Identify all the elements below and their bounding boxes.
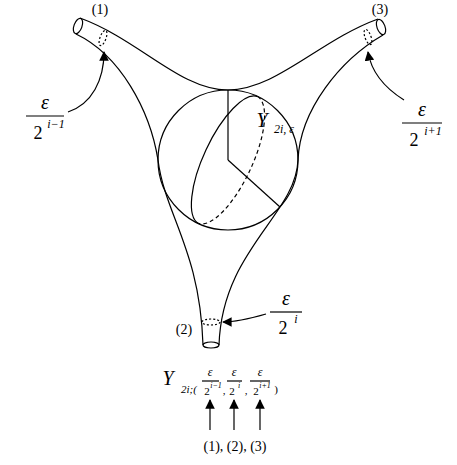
fraction-denominator: 2 — [229, 386, 235, 397]
fraction-numerator: ε — [282, 288, 290, 308]
exponent: i+1 — [424, 125, 441, 137]
fraction-numerator: ε — [418, 99, 426, 119]
fraction-numerator: ε — [208, 366, 213, 378]
fraction-numerator: ε — [41, 92, 49, 112]
separator: ) — [274, 384, 278, 395]
boundary-number: (2) — [176, 323, 192, 337]
surface-top — [80, 18, 378, 90]
exponent: i−1 — [210, 382, 222, 390]
tube-end — [203, 342, 219, 348]
separator: , — [223, 385, 226, 396]
fraction-denominator: 2 — [410, 131, 419, 149]
fraction-denominator: 2 — [204, 386, 210, 397]
fraction-bar — [402, 122, 442, 123]
subscript: 2i, ε — [274, 123, 294, 135]
pointer-arrow — [209, 400, 210, 430]
pointer-arrow — [259, 400, 260, 430]
fraction-denominator: 2 — [279, 319, 288, 337]
surface-right — [219, 35, 383, 345]
sphere — [158, 90, 298, 230]
tube-end — [72, 17, 85, 35]
surface-name: Y — [256, 110, 267, 130]
boundary-number: (3) — [372, 3, 388, 17]
tube-end — [375, 18, 388, 36]
leader-arrow — [223, 314, 266, 322]
sphere-equator — [198, 97, 264, 224]
boundary-number: (1) — [92, 3, 108, 17]
subscript: 2i;( — [181, 384, 197, 395]
leader-arrow — [68, 52, 104, 112]
surface-left — [76, 34, 203, 345]
fraction-denominator: 2 — [253, 386, 259, 397]
surface-name: Y — [162, 368, 173, 388]
sphere-equator — [191, 96, 257, 223]
exponent: i−1 — [47, 118, 64, 130]
boundary-list: (1), (2), (3) — [204, 440, 267, 454]
radius-line — [228, 160, 280, 207]
leader-arrow — [368, 52, 404, 100]
fraction-bar — [26, 115, 64, 116]
boundary-curve — [202, 319, 220, 325]
exponent: i — [238, 382, 240, 390]
exponent: i+1 — [259, 382, 271, 390]
separator: , — [245, 385, 248, 396]
fraction-denominator: 2 — [34, 124, 43, 142]
pointer-arrow — [233, 400, 234, 430]
radius-line — [227, 90, 228, 160]
fraction-numerator: ε — [232, 366, 237, 378]
fraction-numerator: ε — [258, 366, 263, 378]
boundary-curve — [362, 28, 373, 45]
exponent: i — [294, 313, 297, 325]
boundary-curve — [97, 29, 108, 46]
